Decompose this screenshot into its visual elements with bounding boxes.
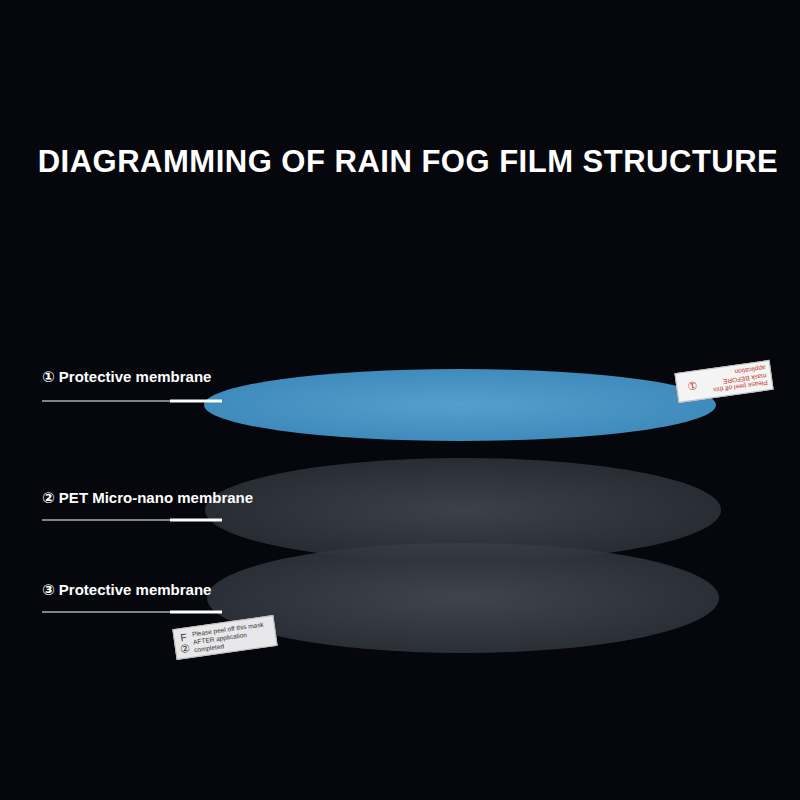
layer-label: ① Protective membrane [42,368,211,386]
top-membrane [204,369,716,441]
callout-number: ② [179,642,190,655]
peel-sticker: F②Please peel off this mask AFTER applic… [172,615,277,660]
pet-membrane [205,458,721,562]
sticker-note: Please peel off this mask AFTER applicat… [192,620,272,654]
callout-number: ① [687,379,699,393]
peel-sticker: Please peel off this mask BEFORE applica… [674,359,773,402]
layer-label: ③ Protective membrane [42,581,211,599]
sticker-marks: F② [178,632,191,655]
layer-label: ② PET Micro-nano membrane [42,489,253,507]
diagram-title: DIAGRAMMING OF RAIN FOG FILM STRUCTURE [38,144,779,180]
sticker-letter: F [180,632,187,643]
underlines [42,401,222,612]
sticker-note: Please peel off this mask BEFORE applica… [702,364,768,395]
